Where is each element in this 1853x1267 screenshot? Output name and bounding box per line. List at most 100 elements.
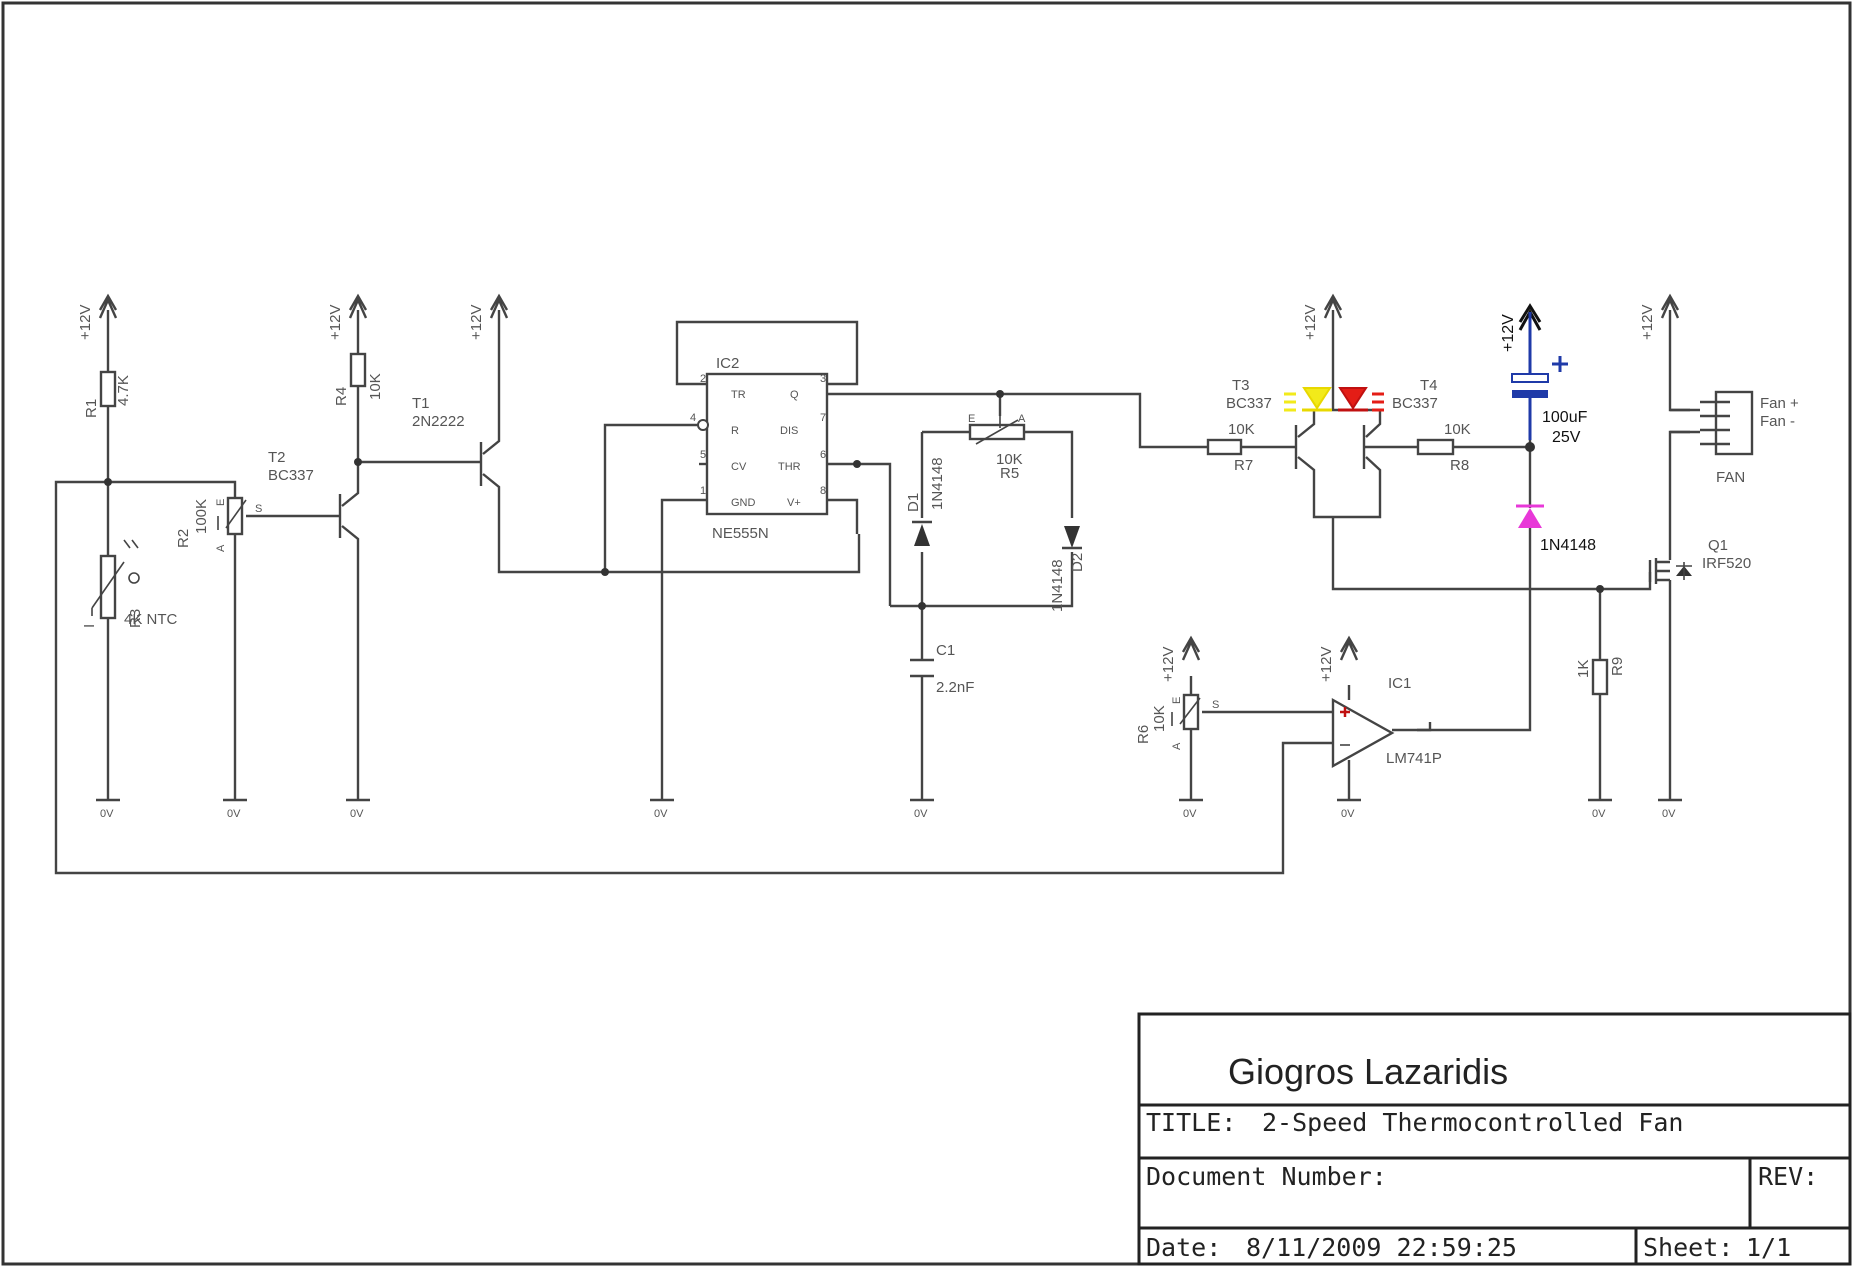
svg-text:0V: 0V xyxy=(1183,808,1197,820)
svg-text:5: 5 xyxy=(700,449,706,461)
svg-text:R1: R1 xyxy=(83,399,100,418)
capacitor-c2: 100uF 25V xyxy=(1511,312,1588,446)
svg-text:IC1: IC1 xyxy=(1388,675,1411,692)
title-label: TITLE: xyxy=(1146,1108,1236,1137)
svg-text:E: E xyxy=(215,499,227,506)
svg-text:TR: TR xyxy=(731,389,746,401)
svg-text:Fan +: Fan + xyxy=(1760,395,1799,412)
sheet-value: 1/1 xyxy=(1746,1233,1791,1262)
svg-text:D1: D1 xyxy=(905,493,922,512)
svg-text:R8: R8 xyxy=(1450,457,1469,474)
transistor-t3: T3 BC337 xyxy=(1226,377,1272,412)
svg-text:R: R xyxy=(731,425,739,437)
resistor-r4: R4 10K xyxy=(333,352,384,406)
svg-text:V+: V+ xyxy=(787,497,801,509)
svg-text:1K: 1K xyxy=(1575,660,1592,678)
svg-text:CV: CV xyxy=(731,461,747,473)
svg-text:C1: C1 xyxy=(936,642,955,659)
resistor-r9: 1K R9 xyxy=(1575,657,1626,696)
svg-text:0V: 0V xyxy=(227,808,241,820)
svg-text:+12V: +12V xyxy=(468,305,485,340)
ground-icon: 0V xyxy=(1179,798,1203,820)
svg-text:R4: R4 xyxy=(333,387,350,406)
date-value: 8/11/2009 22:59:25 xyxy=(1246,1233,1517,1262)
supply-symbols: +12V +12V +12V +12V +12V +12V +12V +12V xyxy=(77,293,1680,682)
title-block: Giogros Lazaridis TITLE: 2-Speed Thermoc… xyxy=(1137,1012,1852,1266)
svg-text:D2: D2 xyxy=(1069,553,1086,572)
ground-symbols: 0V 0V 0V 0V 0V 0V 0V 0V 0V xyxy=(96,798,1682,820)
supply-arrow-icon: +12V xyxy=(1318,635,1359,682)
junctions xyxy=(104,390,1604,610)
svg-text:100K: 100K xyxy=(193,499,210,534)
svg-text:4K NTC: 4K NTC xyxy=(124,611,178,628)
capacitor-c1: C1 2.2nF xyxy=(910,642,974,696)
svg-text:0V: 0V xyxy=(914,808,928,820)
svg-text:GND: GND xyxy=(731,497,756,509)
svg-text:E: E xyxy=(968,413,975,425)
supply-arrow-icon: +12V xyxy=(1639,293,1680,340)
svg-text:THR: THR xyxy=(778,461,801,473)
date-label: Date: xyxy=(1146,1233,1221,1262)
rev-label: REV: xyxy=(1758,1162,1818,1191)
svg-text:R3: R3 xyxy=(127,609,144,628)
supply-arrow-icon: +12V xyxy=(1160,635,1201,682)
svg-text:R6: R6 xyxy=(1135,725,1152,744)
mosfet-q1: Q1 IRF520 xyxy=(1648,537,1751,584)
svg-text:2N2222: 2N2222 xyxy=(412,413,465,430)
svg-text:Q: Q xyxy=(790,389,799,401)
svg-text:1N4148: 1N4148 xyxy=(929,457,946,510)
document-number-label: Document Number: xyxy=(1146,1162,1387,1191)
supply-arrow-icon: +12V xyxy=(468,293,509,340)
svg-text:2.2nF: 2.2nF xyxy=(936,679,974,696)
svg-text:+12V: +12V xyxy=(1639,305,1656,340)
svg-text:+12V: +12V xyxy=(1500,314,1517,352)
svg-text:1N4148: 1N4148 xyxy=(1049,559,1066,612)
svg-text:10K: 10K xyxy=(1151,705,1168,732)
svg-text:I: I xyxy=(81,624,98,628)
svg-text:+12V: +12V xyxy=(1318,647,1335,682)
svg-text:BC337: BC337 xyxy=(1392,395,1438,412)
svg-text:S: S xyxy=(255,503,262,515)
svg-text:10K: 10K xyxy=(367,373,384,400)
potentiometer-r5: E A 10K R5 xyxy=(968,413,1026,482)
title-value: 2-Speed Thermocontrolled Fan xyxy=(1262,1108,1683,1137)
svg-text:+12V: +12V xyxy=(327,305,344,340)
ground-icon: 0V xyxy=(223,798,247,820)
potentiometer-r2: R2 100K S E A xyxy=(175,496,262,552)
svg-text:0V: 0V xyxy=(1341,808,1355,820)
svg-text:T2: T2 xyxy=(268,449,286,466)
svg-text:Fan -: Fan - xyxy=(1760,413,1795,430)
svg-text:1N4148: 1N4148 xyxy=(1540,537,1596,554)
svg-text:100uF: 100uF xyxy=(1542,409,1588,426)
yellow-led-icon xyxy=(1284,387,1332,412)
svg-text:A: A xyxy=(1171,742,1183,750)
ground-icon: 0V xyxy=(1588,798,1612,820)
svg-text:2: 2 xyxy=(700,373,706,385)
svg-text:6: 6 xyxy=(820,449,826,461)
supply-arrow-icon: +12V xyxy=(77,293,118,340)
svg-text:FAN: FAN xyxy=(1716,469,1745,486)
supply-arrow-icon: +12V xyxy=(1500,303,1542,352)
svg-text:T1: T1 xyxy=(412,395,430,412)
sheet-label: Sheet: xyxy=(1643,1233,1733,1262)
svg-text:R9: R9 xyxy=(1609,657,1626,676)
svg-text:0V: 0V xyxy=(350,808,364,820)
svg-text:25V: 25V xyxy=(1552,429,1581,446)
transistor-t2: T2 BC337 xyxy=(268,449,314,484)
svg-text:10K: 10K xyxy=(1228,421,1255,438)
ground-icon: 0V xyxy=(96,798,120,820)
ground-icon: 0V xyxy=(910,798,934,820)
svg-text:S: S xyxy=(1212,699,1219,711)
ic1-lm741-opamp: IC1 LM741P xyxy=(1328,675,1442,769)
ground-icon: 0V xyxy=(1337,798,1361,820)
svg-text:0V: 0V xyxy=(654,808,668,820)
svg-text:DIS: DIS xyxy=(780,425,798,437)
svg-text:10K: 10K xyxy=(1444,421,1471,438)
wiring xyxy=(54,310,1690,875)
svg-text:0V: 0V xyxy=(100,808,114,820)
svg-text:4: 4 xyxy=(690,412,696,424)
svg-text:7: 7 xyxy=(820,412,826,424)
svg-text:R7: R7 xyxy=(1234,457,1253,474)
